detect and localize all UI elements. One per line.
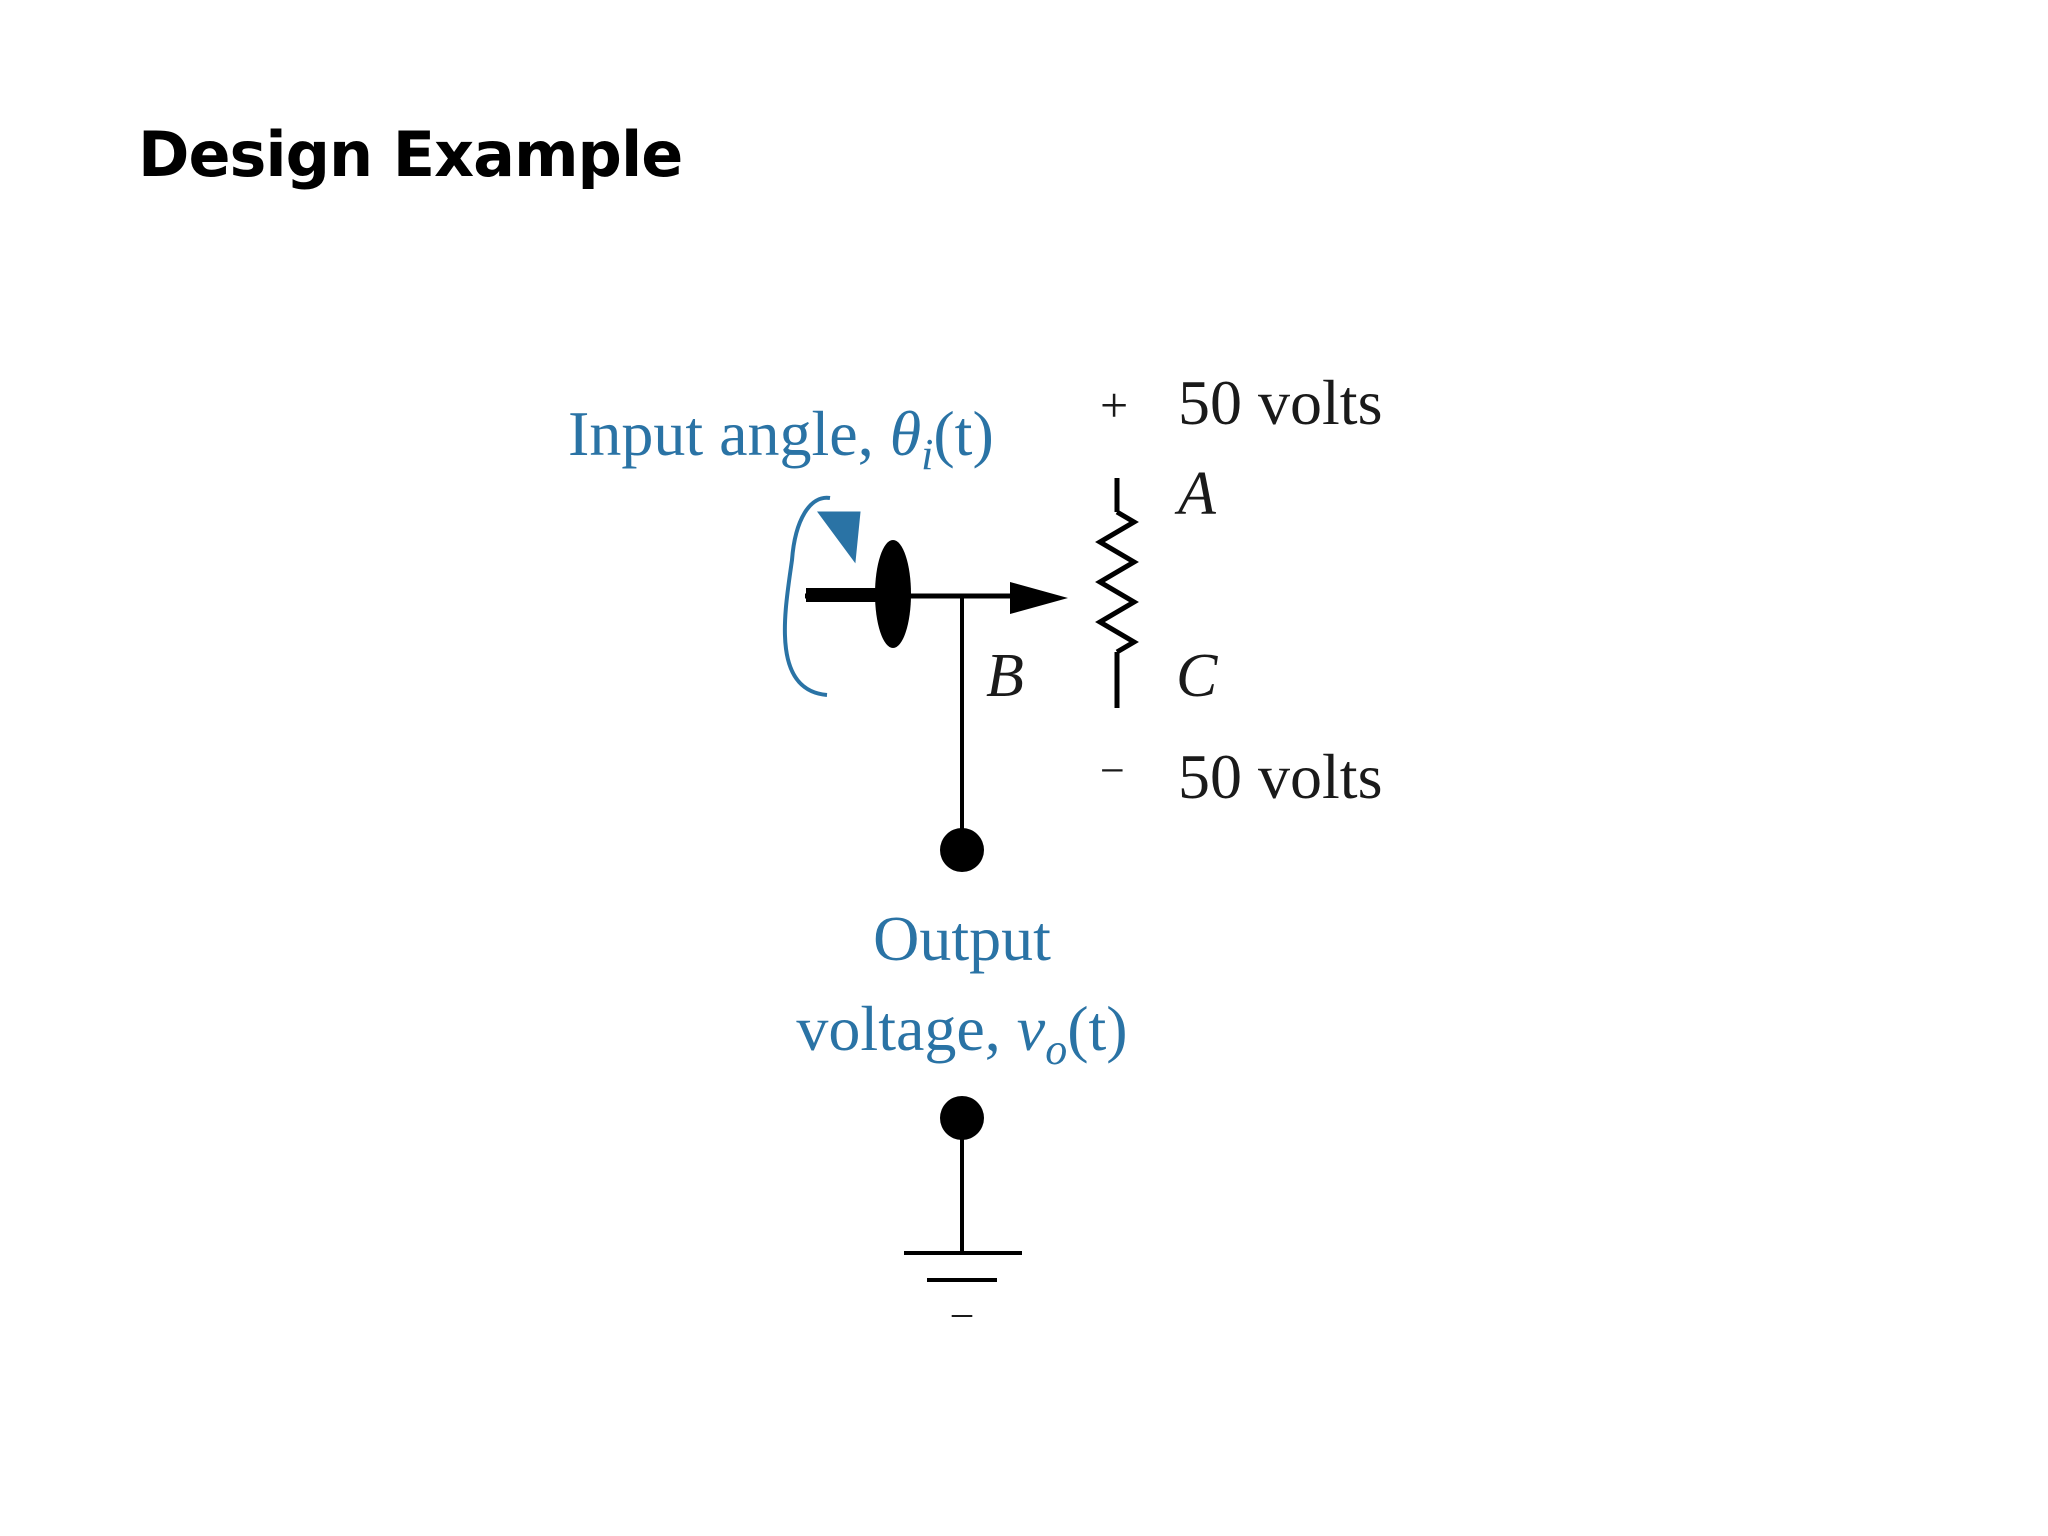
input-angle-label: Input angle, θi(t) [568, 398, 994, 479]
wiper-shaft [805, 540, 1068, 648]
ground-terminal [940, 1096, 984, 1140]
shaft-knob [875, 540, 911, 648]
output-terminal [940, 828, 984, 872]
top-terminal-voltage: 50 volts [1178, 367, 1382, 438]
input-angle-arg: (t) [933, 398, 993, 469]
wiper-arrowhead [1010, 582, 1068, 614]
resistor-zigzag [1095, 509, 1139, 655]
top-terminal-sign: + [1100, 377, 1128, 433]
output-label-line1: Output [873, 903, 1051, 974]
node-label-b: B [986, 642, 1024, 710]
slide-title: Design Example [138, 118, 683, 191]
input-angle-prefix: Input angle, [568, 398, 890, 469]
resistor-symbol [1095, 478, 1139, 708]
bottom-terminal-sign: − [1100, 746, 1125, 795]
bottom-terminal-voltage: 50 volts [1178, 741, 1382, 812]
rotation-arrowhead [817, 511, 861, 564]
output-label-line2: voltage, vo(t) [796, 993, 1127, 1074]
output-label-arg: (t) [1067, 993, 1127, 1064]
output-label-prefix: voltage, [796, 993, 1016, 1064]
ground-icon [904, 1120, 1022, 1282]
input-angle-symbol: θ [890, 398, 921, 469]
output-label-symbol: v [1017, 993, 1046, 1064]
node-label-a: A [1174, 460, 1217, 528]
rotation-arrow-icon [782, 495, 861, 697]
ground-mark: _ [951, 1276, 973, 1321]
shaft-stub [806, 588, 878, 602]
rotation-arc [782, 495, 831, 697]
output-label-subscript: o [1045, 1025, 1067, 1074]
node-label-c: C [1176, 642, 1218, 710]
input-angle-subscript: i [921, 430, 933, 479]
